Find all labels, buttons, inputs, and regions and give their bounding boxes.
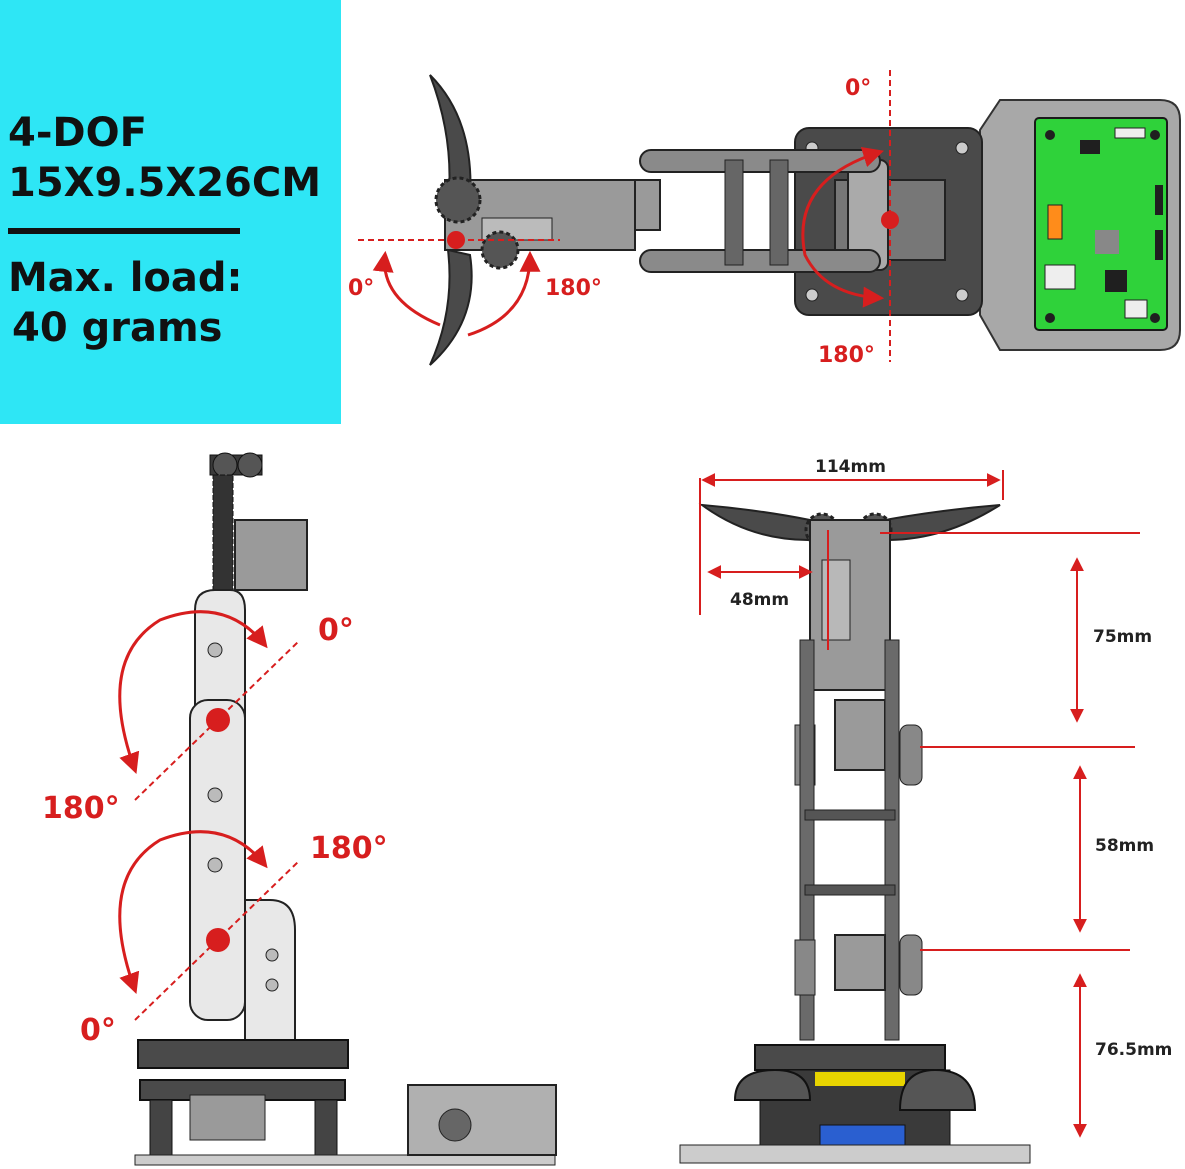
claw-lower [429,248,473,366]
size-label: 15X9.5X26CM [8,160,322,206]
side-lower-180-label: 180° [310,831,388,866]
top-view: 0° 180° 0° 180° [348,70,1181,368]
spec-divider [8,228,240,234]
max-load-value: 40 grams [12,305,223,351]
front-view: 114mm 48mm 75mm 58mm 76.5mm [679,457,1172,1164]
top-base-0-label: 0° [845,76,871,101]
side-upper-0-label: 0° [318,613,354,648]
side-controller [407,1084,557,1156]
front-claw-right [883,504,1001,542]
side-lower-0-label: 0° [80,1013,116,1048]
gear-right [480,230,520,270]
front-segment-mid-label: 58mm [1095,836,1154,856]
spec-panel: 4-DOF 15X9.5X26CM Max. load: 40 grams [0,0,341,424]
top-gripper-0-label: 0° [348,276,374,301]
dof-label: 4-DOF [8,110,147,156]
front-claw-left [698,503,812,542]
front-base [754,1044,946,1071]
side-upper-180-label: 180° [42,791,120,826]
front-segment-base-label: 76.5mm [1095,1040,1172,1060]
front-servo-upper [834,699,886,771]
side-servo-top [234,519,308,591]
pcb-components [1044,127,1163,323]
front-segment-top-label: 75mm [1093,627,1152,647]
top-base-180-label: 180° [818,343,875,368]
front-servo-lower [834,934,886,991]
side-base-plate [137,1039,349,1069]
max-load-label: Max. load: [8,255,243,301]
front-half-width-label: 48mm [730,590,789,610]
gear-left [434,176,482,224]
front-width-label: 114mm [815,457,886,477]
side-view: 0° 180° 180° 0° [42,452,557,1166]
arm-link-lower [639,249,881,273]
top-gripper-180-label: 180° [545,276,602,301]
